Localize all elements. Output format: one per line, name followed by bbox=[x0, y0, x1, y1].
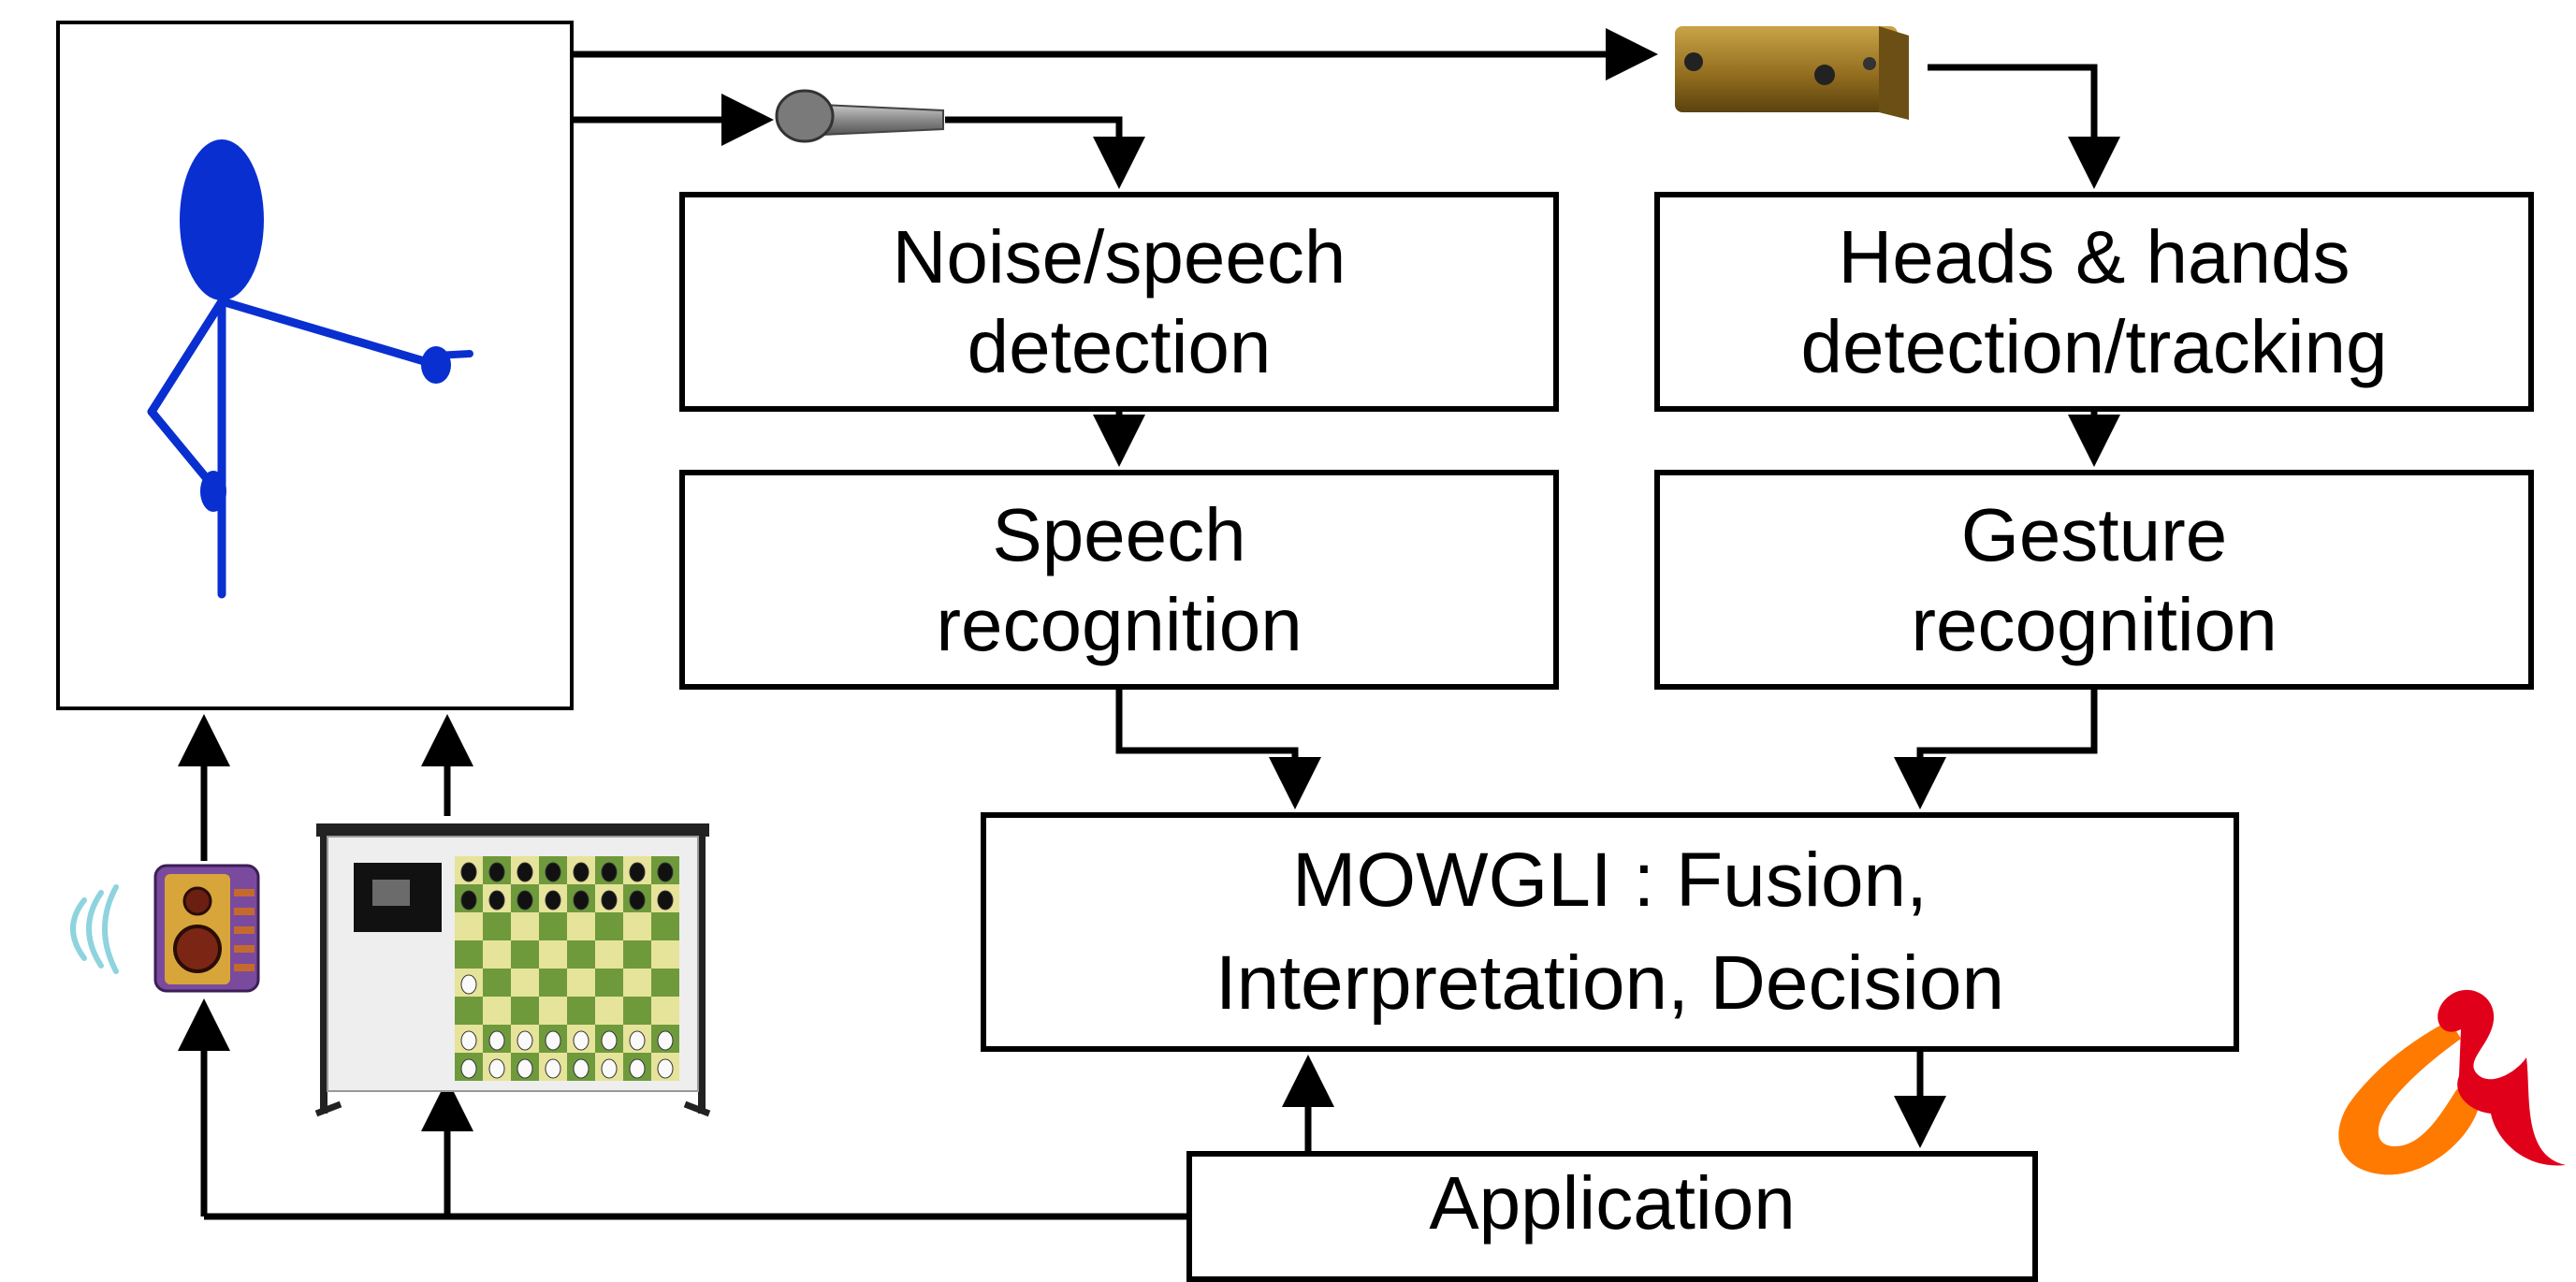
chess-square bbox=[595, 969, 623, 997]
chess-piece-icon bbox=[517, 890, 533, 911]
chess-piece-icon bbox=[488, 862, 505, 882]
chess-square bbox=[455, 940, 483, 969]
chess-square bbox=[623, 912, 651, 940]
arrow-microphone-to-noise bbox=[945, 116, 1145, 189]
heads-hands-tracking-line-2: detection/tracking bbox=[1800, 304, 2388, 388]
chess-piece-icon bbox=[573, 1030, 589, 1051]
chess-piece-icon bbox=[517, 1030, 533, 1051]
chess-piece-icon bbox=[460, 1058, 477, 1079]
chess-piece-icon bbox=[488, 890, 505, 911]
application-label: Application bbox=[1429, 1161, 1796, 1245]
chess-square bbox=[623, 969, 651, 997]
noise-speech-detection-box: Noise/speech detection bbox=[679, 192, 1559, 412]
chess-square bbox=[539, 969, 567, 997]
chess-piece-icon bbox=[517, 862, 533, 882]
fusion-line-1: MOWGLI : Fusion, bbox=[1292, 838, 1928, 923]
chess-piece-icon bbox=[657, 1058, 674, 1079]
chess-square bbox=[511, 997, 539, 1025]
chess-piece-icon bbox=[629, 1058, 646, 1079]
fusion-line-2: Interpretation, Decision bbox=[1215, 940, 2005, 1026]
fusion-interpretation-decision-box: MOWGLI : Fusion, Interpretation, Decisio… bbox=[981, 812, 2239, 1052]
sound-waves-icon bbox=[70, 884, 119, 974]
chess-piece-icon bbox=[488, 1030, 505, 1051]
chess-square bbox=[539, 997, 567, 1025]
chess-piece-icon bbox=[460, 974, 477, 995]
arrow-speech-to-fusion bbox=[1115, 690, 1321, 809]
chess-square bbox=[567, 940, 595, 969]
chess-square bbox=[511, 912, 539, 940]
chess-piece-icon bbox=[517, 1058, 533, 1079]
chess-piece-icon bbox=[629, 1030, 646, 1051]
arrow-gesture-to-fusion bbox=[1894, 690, 2098, 809]
chess-piece-icon bbox=[460, 1030, 477, 1051]
chess-square bbox=[483, 912, 511, 940]
chess-square bbox=[567, 912, 595, 940]
chess-piece-icon bbox=[545, 1058, 561, 1079]
chess-square bbox=[595, 940, 623, 969]
chess-square bbox=[539, 912, 567, 940]
chess-square bbox=[455, 997, 483, 1025]
chess-board bbox=[455, 856, 679, 1081]
chess-piece-icon bbox=[601, 890, 618, 911]
chess-square bbox=[483, 969, 511, 997]
noise-speech-detection-line-2: detection bbox=[967, 304, 1272, 388]
application-box: Application bbox=[1186, 1151, 2038, 1282]
chess-square bbox=[455, 912, 483, 940]
speech-recognition-line-1: Speech bbox=[992, 492, 1246, 576]
chess-square bbox=[651, 997, 679, 1025]
speech-recognition-box: Speech recognition bbox=[679, 470, 1559, 690]
heads-hands-tracking-line-1: Heads & hands bbox=[1838, 214, 2350, 299]
chess-square bbox=[651, 969, 679, 997]
chess-piece-icon bbox=[573, 890, 589, 911]
chess-piece-icon bbox=[629, 862, 646, 882]
chess-piece-icon bbox=[460, 862, 477, 882]
chess-square bbox=[595, 997, 623, 1025]
chess-piece-icon bbox=[601, 1058, 618, 1079]
speech-recognition-line-2: recognition bbox=[936, 582, 1303, 666]
gesture-recognition-line-2: recognition bbox=[1911, 582, 2278, 666]
chess-square bbox=[511, 940, 539, 969]
chess-piece-icon bbox=[460, 890, 477, 911]
arrow-camera-to-heads bbox=[1928, 64, 2120, 189]
chess-square bbox=[623, 940, 651, 969]
chess-piece-icon bbox=[573, 862, 589, 882]
chess-square bbox=[651, 912, 679, 940]
chess-square bbox=[595, 912, 623, 940]
chess-piece-icon bbox=[545, 1030, 561, 1051]
chess-piece-icon bbox=[545, 890, 561, 911]
chess-square bbox=[567, 969, 595, 997]
chess-square bbox=[651, 940, 679, 969]
chess-piece-icon bbox=[657, 1030, 674, 1051]
chess-piece-icon bbox=[488, 1058, 505, 1079]
chess-piece-icon bbox=[657, 862, 674, 882]
chess-piece-icon bbox=[629, 890, 646, 911]
chess-piece-icon bbox=[545, 862, 561, 882]
gesture-recognition-line-1: Gesture bbox=[1960, 492, 2228, 576]
chess-square bbox=[623, 997, 651, 1025]
chess-square bbox=[567, 997, 595, 1025]
chess-piece-icon bbox=[657, 890, 674, 911]
user-scene-frame bbox=[56, 21, 574, 710]
chess-piece-icon bbox=[573, 1058, 589, 1079]
chess-piece-icon bbox=[601, 1030, 618, 1051]
chess-square bbox=[511, 969, 539, 997]
chess-piece-icon bbox=[601, 862, 618, 882]
heads-hands-tracking-box: Heads & hands detection/tracking bbox=[1654, 192, 2534, 412]
chess-square bbox=[539, 940, 567, 969]
chess-square bbox=[483, 940, 511, 969]
noise-speech-detection-line-1: Noise/speech bbox=[892, 214, 1346, 299]
chess-square bbox=[483, 997, 511, 1025]
gesture-recognition-box: Gesture recognition bbox=[1654, 470, 2534, 690]
